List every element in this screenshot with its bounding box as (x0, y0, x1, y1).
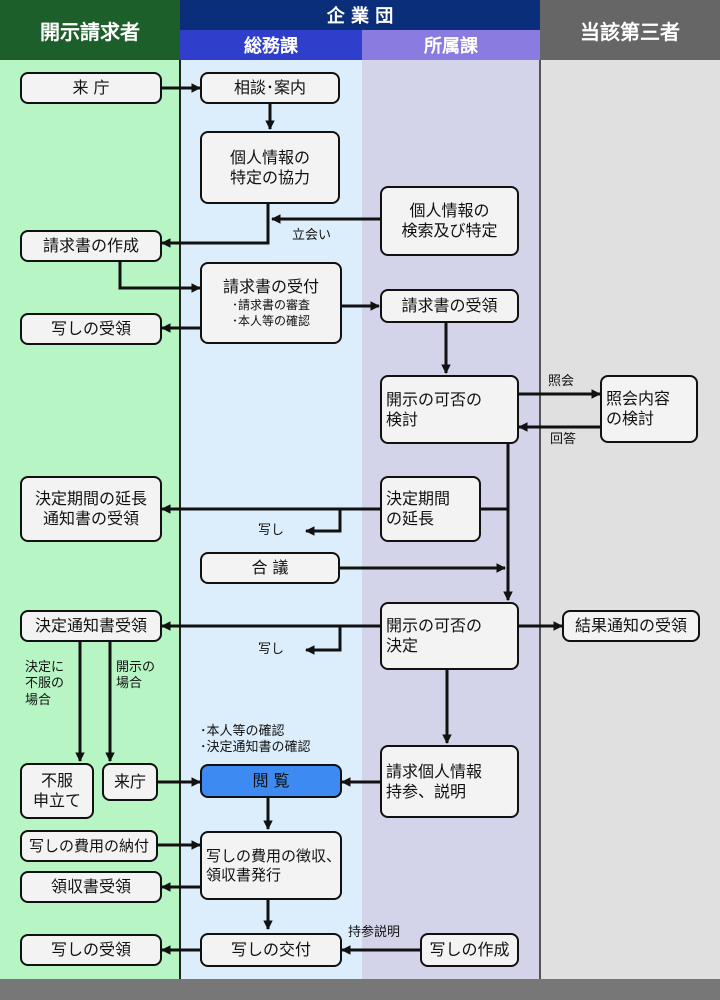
result-receive-label: 結果通知の受領 (574, 616, 687, 635)
consultation-label: 合 議 (251, 558, 289, 577)
inquiry-review-label-1: 照会内容 (606, 389, 671, 408)
accept-sub-2: ･本人等の確認 (231, 314, 310, 328)
requester-header: 開示請求者 (0, 0, 180, 60)
decision-receive-box: 決定通知書受領 (20, 610, 162, 642)
copy-deliver-label: 写しの交付 (230, 940, 311, 959)
visit-box: 来 庁 (20, 72, 162, 104)
decision-box: 開示の可否の 決定 (380, 602, 519, 670)
search-label-1: 個人情報の (409, 201, 490, 220)
copy-create-label: 写しの作成 (429, 940, 510, 959)
bring-explain-label: 持参説明 (348, 925, 401, 940)
identify-help-box: 個人情報の 特定の協力 (200, 131, 340, 204)
extension-receive-box: 決定期間の延長 通知書の受領 (20, 476, 162, 542)
accept-request-label: 請求書の受付 (222, 276, 319, 296)
confirm-label: ･本人等の確認 ･決定通知書の確認 (200, 724, 311, 757)
extension-label-1: 決定期間 (386, 489, 451, 508)
pay-copy-fee-box: 写しの費用の納付 (20, 830, 158, 862)
review-box: 開示の可否の 検討 (380, 375, 519, 444)
receipt-receive-box: 領収書受領 (20, 871, 162, 903)
bring-label-1: 請求個人情報 (386, 761, 483, 781)
create-request-label: 請求書の作成 (42, 236, 139, 255)
answer-label: 回答 (550, 432, 577, 447)
viewing-label: 閲 覧 (252, 771, 290, 790)
objection-case-3: 場合 (25, 692, 52, 708)
witness-label: 立会い (292, 228, 332, 243)
consultation-box: 合 議 (200, 552, 340, 584)
consult-label: 相談･案内 (233, 78, 306, 97)
create-request-box: 請求書の作成 (20, 230, 162, 262)
visit-2-box: 来庁 (102, 763, 158, 801)
copy-deliver-box: 写しの交付 (200, 933, 342, 967)
decision-label-2: 決定 (386, 636, 419, 655)
review-label-1: 開示の可否の (386, 389, 483, 409)
receive-request-box: 請求書の受領 (380, 289, 519, 323)
objection-label-1: 不服 (40, 771, 73, 790)
disclosure-case-1: 開示の (116, 660, 156, 675)
bring-box: 請求個人情報 持参、説明 (380, 745, 519, 818)
lane-divider (539, 60, 541, 979)
arrow (161, 204, 270, 248)
visit-2-label: 来庁 (113, 772, 146, 791)
collect-fee-label-2: 領収書発行 (206, 865, 282, 884)
third-party-lane (540, 60, 720, 979)
bottom-bar (0, 979, 720, 1000)
identify-help-label-1: 個人情報の (229, 147, 310, 167)
arrow (305, 509, 342, 536)
department-header: 所属課 (362, 30, 540, 60)
copy-receive-2-box: 写しの受領 (20, 934, 162, 966)
disclosure-case-label: 開示の 場合 (116, 660, 155, 693)
third-party-header: 当該第三者 (540, 0, 720, 60)
copy-receive-box: 写しの受領 (20, 313, 162, 345)
inquiry-review-box: 照会内容 の検討 (600, 375, 698, 443)
objection-label-2: 申立て (32, 791, 81, 810)
review-label-2: 検討 (386, 409, 419, 429)
copy-receive-2-label: 写しの受領 (50, 940, 131, 959)
result-receive-box: 結果通知の受領 (562, 610, 700, 642)
inquiry-label: 照会 (548, 374, 575, 389)
disclosure-case-2: 場合 (116, 676, 143, 692)
lane-divider (179, 60, 181, 979)
accept-sub-1: ･請求書の審査 (231, 297, 310, 312)
collect-fee-box: 写しの費用の徴収、 領収書発行 (200, 831, 342, 900)
identify-help-label-2: 特定の協力 (229, 167, 310, 187)
organization-header: 企 業 団 (180, 0, 540, 30)
copy-receive-label: 写しの受領 (50, 319, 131, 338)
decision-receive-label: 決定通知書受領 (34, 616, 147, 635)
viewing-box: 閲 覧 (200, 764, 342, 798)
confirm-1: ･本人等の確認 (200, 724, 285, 739)
extension-receive-label-2: 通知書の受領 (42, 509, 139, 528)
extension-label-2: の延長 (386, 509, 435, 528)
decision-label-1: 開示の可否の (386, 616, 483, 635)
copy-label-1: 写し (258, 523, 285, 538)
pay-copy-fee-label: 写しの費用の納付 (28, 836, 149, 855)
accept-request-box: 請求書の受付 ･請求書の審査 ･本人等の確認 (200, 262, 342, 344)
arrow (118, 262, 201, 293)
extension-receive-label-1: 決定期間の延長 (34, 489, 147, 508)
search-box: 個人情報の 検索及び特定 (380, 186, 519, 256)
confirm-2: ･決定通知書の確認 (200, 740, 311, 756)
receive-request-label: 請求書の受領 (401, 296, 498, 315)
extension-box: 決定期間 の延長 (380, 476, 481, 542)
objection-box: 不服 申立て (20, 763, 94, 819)
copy-create-box: 写しの作成 (420, 933, 519, 967)
arrow (305, 626, 342, 655)
objection-case-1: 決定に (25, 660, 65, 675)
objection-case-2: 不服の (25, 676, 65, 692)
objection-case-label: 決定に 不服の 場合 (25, 660, 64, 709)
arrow (481, 507, 513, 601)
receipt-receive-label: 領収書受領 (50, 877, 131, 896)
copy-label-2: 写し (258, 642, 285, 657)
general-affairs-header: 総務課 (180, 30, 362, 60)
bring-label-2: 持参、説明 (386, 781, 467, 801)
visit-label: 来 庁 (72, 78, 110, 97)
consult-box: 相談･案内 (200, 72, 340, 104)
collect-fee-label-1: 写しの費用の徴収、 (206, 846, 342, 865)
search-label-2: 検索及び特定 (401, 221, 498, 240)
inquiry-review-label-2: の検討 (606, 409, 655, 428)
